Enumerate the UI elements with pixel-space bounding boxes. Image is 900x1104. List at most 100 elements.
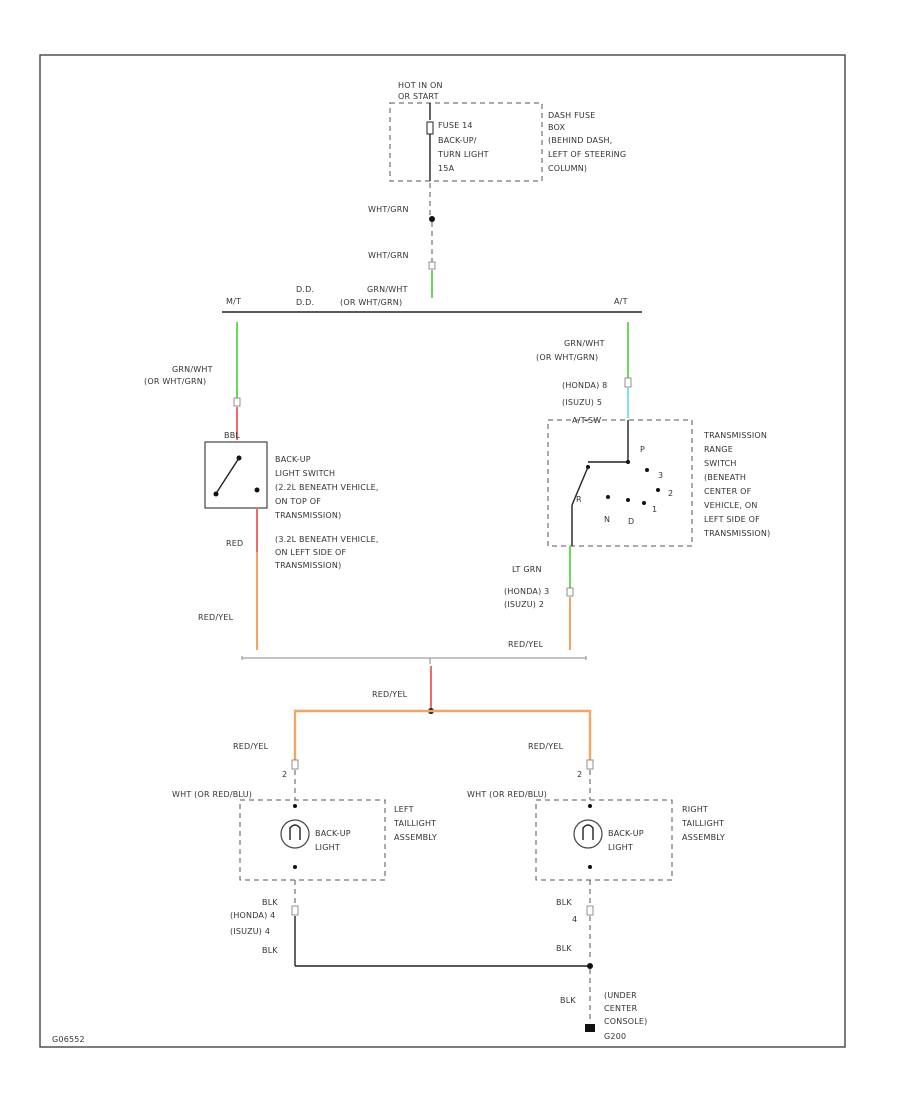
fuse-loc-5: COLUMN) <box>548 164 587 173</box>
left-bulb-icon <box>280 819 310 849</box>
honda-isuzu-mid-2: (ISUZU) 2 <box>504 600 544 609</box>
backup-switch-box <box>204 441 268 509</box>
backup-switch-label2-3: TRANSMISSION) <box>274 561 341 570</box>
range-contact-n <box>606 495 610 499</box>
right-grn-wht-1: GRN/WHT <box>564 339 605 348</box>
pin-right-label: 2 <box>577 770 582 779</box>
honda-isuzu-mid-1: (HONDA) 3 <box>504 587 549 596</box>
range-switch-out <box>571 466 589 506</box>
red-label: RED <box>226 539 243 548</box>
lt-grn-label: LT GRN <box>512 565 542 574</box>
left-bulb-filament <box>289 824 301 840</box>
connector-lamp-right-bottom <box>586 905 594 916</box>
right-assembly-2: TAILLIGHT <box>681 819 724 828</box>
right-taillight-assembly: BACK-UP LIGHT RIGHT TAILLIGHT ASSEMBLY <box>535 799 725 881</box>
left-lamp-label-1: BACK-UP <box>315 829 351 838</box>
range-contact-3 <box>645 468 649 472</box>
connector-lamp-left <box>291 759 299 770</box>
grn-wht-top-label: GRN/WHT <box>367 285 408 294</box>
range-pos-2: 2 <box>668 489 673 498</box>
ground-symbol <box>585 1024 595 1032</box>
connector-left-switch <box>233 397 241 407</box>
dd-label-2: D.D. <box>296 298 314 307</box>
backup-switch-label2-1: (3.2L BENEATH VEHICLE, <box>275 535 379 544</box>
blk-left-label-2: BLK <box>262 946 278 955</box>
left-assembly-3: ASSEMBLY <box>394 833 437 842</box>
fuse-symbol <box>426 121 434 135</box>
fuse-header-line-1: HOT IN ON <box>398 81 443 90</box>
fuse-box: HOT IN ON OR START FUSE 14 BACK-UP/ TURN… <box>389 81 626 182</box>
honda-isuzu-bot-2: (ISUZU) 4 <box>230 927 270 936</box>
at-label: A/T <box>614 297 628 306</box>
left-lamp-outline <box>239 799 386 881</box>
range-label-6: VEHICLE, ON <box>704 501 758 510</box>
right-bulb-icon <box>573 819 603 849</box>
range-pos-n: N <box>604 515 610 524</box>
right-bulb-filament <box>582 824 594 840</box>
fuse-box-outline <box>389 102 543 182</box>
merge-bracket <box>241 656 587 664</box>
range-contact-p <box>626 460 630 464</box>
connector-top <box>428 261 436 270</box>
wht-right-label: WHT (OR RED/BLU) <box>467 790 547 799</box>
range-contact-2 <box>656 488 660 492</box>
figure-id: G06552 <box>52 1035 85 1044</box>
backup-switch-label-2: LIGHT SWITCH <box>275 469 335 478</box>
connector-right-mid <box>566 587 574 597</box>
ground-label-3: CONSOLE) <box>604 1017 647 1026</box>
range-label-7: LEFT SIDE OF <box>704 515 760 524</box>
range-label-1: TRANSMISSION <box>703 431 767 440</box>
fuse-loc-4: LEFT OF STEERING <box>548 150 626 159</box>
right-lamp-outline <box>535 799 673 881</box>
pin-left-label: 2 <box>282 770 287 779</box>
backup-switch-label-3: (2.2L BENEATH VEHICLE, <box>275 483 379 492</box>
right-lamp-label-2: LIGHT <box>608 843 633 852</box>
range-pos-p: P <box>640 445 645 454</box>
red-yel-lamp-left-label: RED/YEL <box>233 742 269 751</box>
range-contact-d <box>626 498 630 502</box>
left-grn-wht-1: GRN/WHT <box>172 365 213 374</box>
ground-label-4: G200 <box>604 1032 626 1041</box>
fuse-loc-2: BOX <box>548 123 566 132</box>
fuse-loc-3: (BEHIND DASH, <box>548 136 612 145</box>
wht-grn-label-1: WHT/GRN <box>368 205 409 214</box>
diagram-frame <box>39 54 846 1048</box>
ground-label-1: (UNDER <box>604 991 637 1000</box>
ground-label-2: CENTER <box>604 1004 638 1013</box>
range-switch-outline <box>547 419 693 547</box>
switch-contact-2 <box>254 487 260 493</box>
red-yel-left-label: RED/YEL <box>198 613 234 622</box>
dd-label-1: D.D. <box>296 285 314 294</box>
range-label-2: RANGE <box>704 445 733 454</box>
left-lamp-label-2: LIGHT <box>315 843 340 852</box>
range-pos-d: D <box>628 517 634 526</box>
blk-ground-label: BLK <box>560 996 576 1005</box>
wht-left-label: WHT (OR RED/BLU) <box>172 790 252 799</box>
wire-orange-distribution <box>293 709 592 760</box>
blk-right-label-1: BLK <box>556 898 572 907</box>
connector-lamp-left-bottom <box>291 905 299 916</box>
connector-lamp-right <box>586 759 594 770</box>
range-label-4: (BENEATH <box>704 473 746 482</box>
left-taillight-assembly: BACK-UP LIGHT LEFT TAILLIGHT ASSEMBLY <box>239 799 437 881</box>
left-lamp-dot-top <box>293 804 297 808</box>
left-lamp-dot-bot <box>293 865 297 869</box>
pin-right-bottom-label: 4 <box>572 915 577 924</box>
right-lamp-label-1: BACK-UP <box>608 829 644 838</box>
range-label-8: TRANSMISSION) <box>703 529 770 538</box>
right-lamp-dot-bot <box>588 865 592 869</box>
left-assembly-2: TAILLIGHT <box>393 819 436 828</box>
splice-top <box>429 216 435 222</box>
honda-isuzu-top-1: (HONDA) 8 <box>562 381 607 390</box>
wht-grn-label-2: WHT/GRN <box>368 251 409 260</box>
fuse-text-1: FUSE 14 <box>438 121 473 130</box>
switch-pivot <box>213 491 219 497</box>
backup-switch-label2-2: ON LEFT SIDE OF <box>275 548 347 557</box>
backup-light-switch: BACK-UP LIGHT SWITCH (2.2L BENEATH VEHIC… <box>204 441 379 570</box>
right-assembly-1: RIGHT <box>682 805 708 814</box>
fuse-text-2: BACK-UP/ <box>438 136 477 145</box>
honda-isuzu-top-2: (ISUZU) 5 <box>562 398 602 407</box>
right-lamp-dot-top <box>588 804 592 808</box>
range-contact-1 <box>642 501 646 505</box>
